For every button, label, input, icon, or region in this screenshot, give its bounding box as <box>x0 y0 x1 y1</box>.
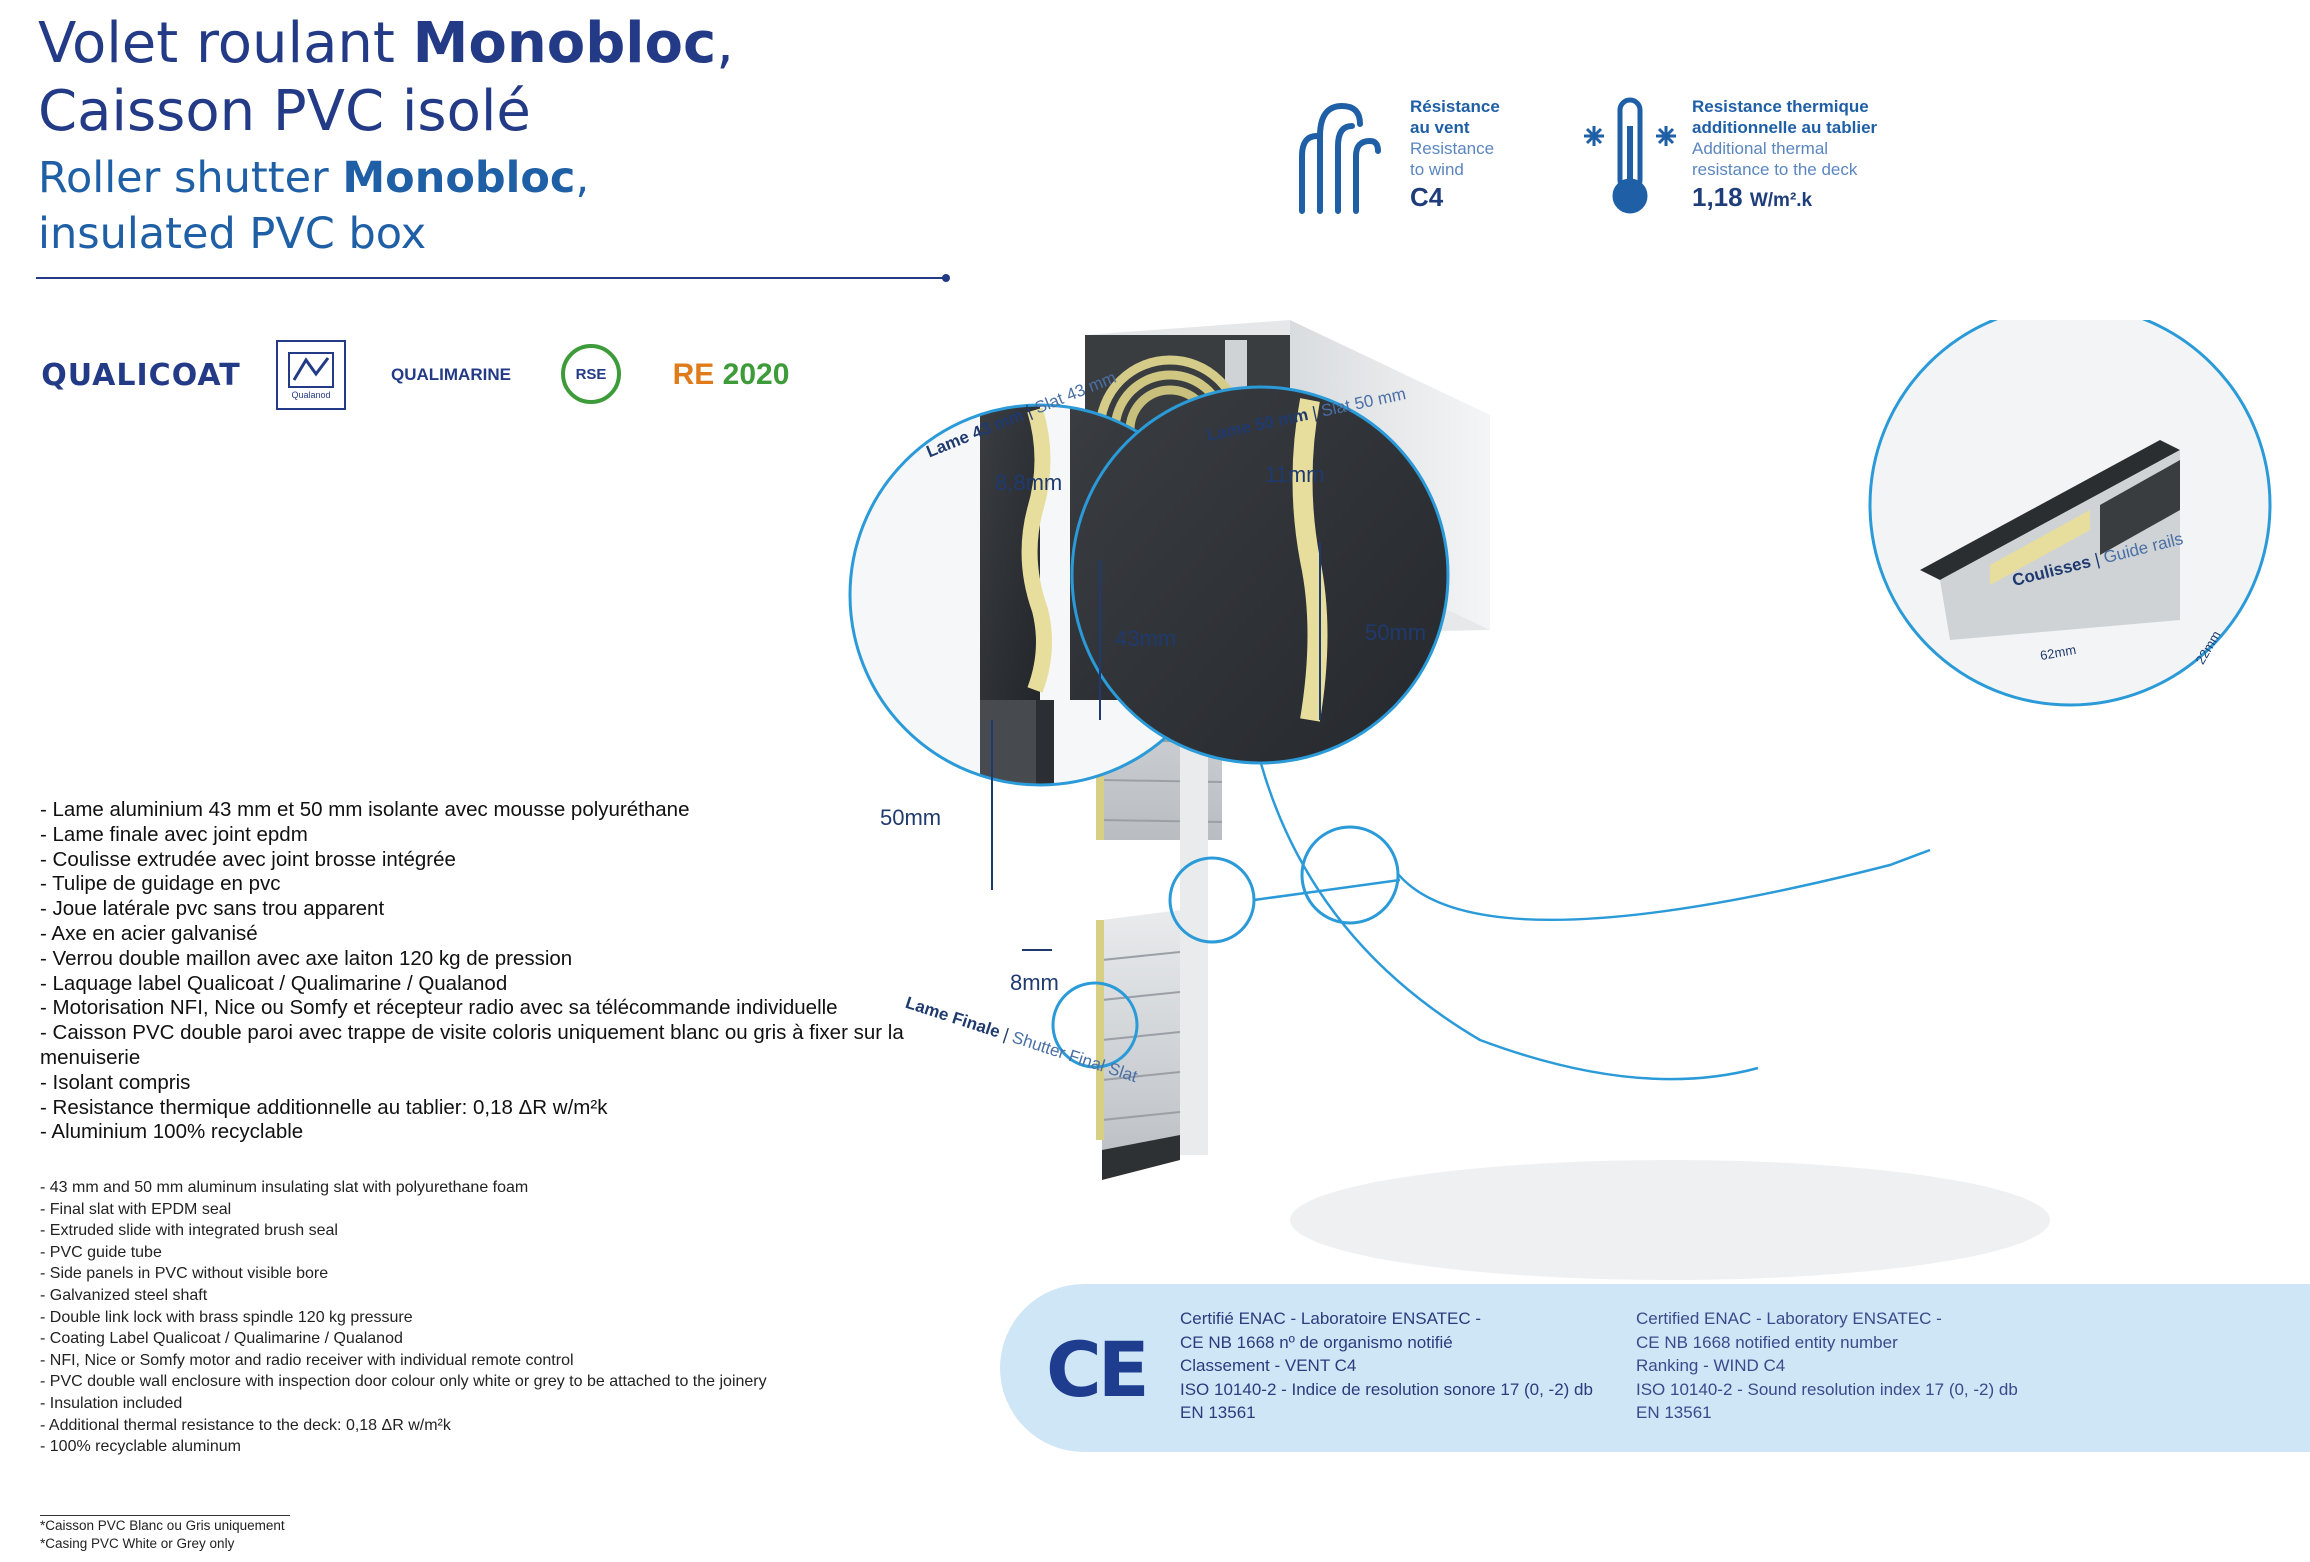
dim-43mm: 43mm <box>1115 626 1177 651</box>
certification-band <box>1000 1284 2310 1452</box>
list-item: - PVC double wall enclosure with inspect… <box>40 1373 767 1391</box>
page-title-fr: Volet roulant Monobloc, Caisson PVC isol… <box>38 11 734 144</box>
list-item: - Axe en acier galvanisé <box>40 921 258 945</box>
wind-icon <box>1299 102 1381 214</box>
list-item: - 43 mm and 50 mm aluminum insulating sl… <box>40 1179 529 1196</box>
list-item: - Additional thermal resistance to the d… <box>40 1416 451 1434</box>
dim-8mm: 8mm <box>1010 970 1059 995</box>
dim-50mm-slat: 50mm <box>1365 620 1427 645</box>
list-item: - Galvanized steel shaft <box>40 1286 208 1304</box>
qualicoat-logo: QUALICOAT <box>41 357 241 393</box>
dim-50mm-final: 50mm <box>880 805 942 830</box>
page-title-en: Roller shutter Monobloc, insulated PVC b… <box>38 153 590 259</box>
footnote-divider <box>40 1515 290 1516</box>
footnotes: *Caisson PVC Blanc ou Gris uniquement *C… <box>40 1517 285 1553</box>
list-item: - Joue latérale pvc sans trou apparent <box>40 897 385 921</box>
thermometer-icon <box>1584 97 1676 214</box>
dim-8-8mm: 8,8mm <box>995 470 1063 495</box>
footnote-fr: *Caisson PVC Blanc ou Gris uniquement <box>40 1518 285 1533</box>
features-list-en: - 43 mm and 50 mm aluminum insulating sl… <box>40 1177 940 1458</box>
list-item: - Isolant compris <box>40 1070 191 1094</box>
slat-50-detail <box>1070 385 1450 765</box>
list-item: - Tulipe de guidage en pvc <box>40 872 281 896</box>
certification-en: Certified ENAC - Laboratory ENSATEC - CE… <box>1636 1309 2018 1422</box>
list-item: - Resistance thermique additionnelle au … <box>40 1095 608 1119</box>
dim-11mm: 11mm <box>1265 462 1325 487</box>
rse-logo: RSE <box>561 344 621 404</box>
certification-fr: Certifié ENAC - Laboratoire ENSATEC - CE… <box>1180 1309 1593 1422</box>
list-item: - Motorisation NFI, Nice ou Somfy et réc… <box>40 996 838 1020</box>
product-illustration <box>848 320 2272 1280</box>
list-item: - Aluminium 100% recyclable <box>40 1120 304 1144</box>
re2020-logo: RE 2020 <box>672 358 790 391</box>
list-item: - Lame aluminium 43 mm et 50 mm isolante… <box>40 798 690 821</box>
certification-logos: QUALICOAT Qualanod QUALIMARINE RSE RE 20… <box>36 340 796 410</box>
list-item: - Double link lock with brass spindle 12… <box>40 1308 413 1326</box>
guide-rail-detail <box>1868 320 2272 707</box>
qualanod-icon <box>288 352 334 388</box>
title-divider <box>36 277 946 279</box>
list-item: - Verrou double maillon avec axe laiton … <box>40 946 573 970</box>
list-item: - 100% recyclable aluminum <box>40 1438 241 1456</box>
qualimarine-logo: QUALIMARINE <box>391 365 511 384</box>
list-item: - Lame finale avec joint epdm <box>40 822 308 846</box>
list-item: - Extruded slide with integrated brush s… <box>40 1222 338 1240</box>
features-list-fr: - Lame aluminium 43 mm et 50 mm isolante… <box>40 798 920 1145</box>
list-item: - Final slat with EPDM seal <box>40 1200 232 1218</box>
thermal-resistance-stat: Resistance thermique additionnelle au ta… <box>1692 97 1878 212</box>
list-item: - Coulisse extrudée avec joint brosse in… <box>40 847 456 871</box>
list-item: - Side panels in PVC without visible bor… <box>40 1265 329 1283</box>
footnote-en: *Casing PVC White or Grey only <box>40 1536 235 1551</box>
list-item: - Insulation included <box>40 1394 183 1412</box>
title-divider-dot <box>942 274 950 282</box>
list-item: - NFI, Nice or Somfy motor and radio rec… <box>40 1351 574 1369</box>
list-item: - Laquage label Qualicoat / Qualimarine … <box>40 971 508 995</box>
qualanod-logo: Qualanod <box>276 340 346 410</box>
list-item: - PVC guide tube <box>40 1243 162 1261</box>
wind-resistance-stat: Résistance au vent Resistance to wind C4 <box>1410 97 1500 212</box>
ce-mark: CE <box>1046 1325 1150 1414</box>
list-item: - Coating Label Qualicoat / Qualimarine … <box>40 1330 403 1348</box>
list-item: - Caisson PVC double paroi avec trappe d… <box>40 1021 904 1069</box>
